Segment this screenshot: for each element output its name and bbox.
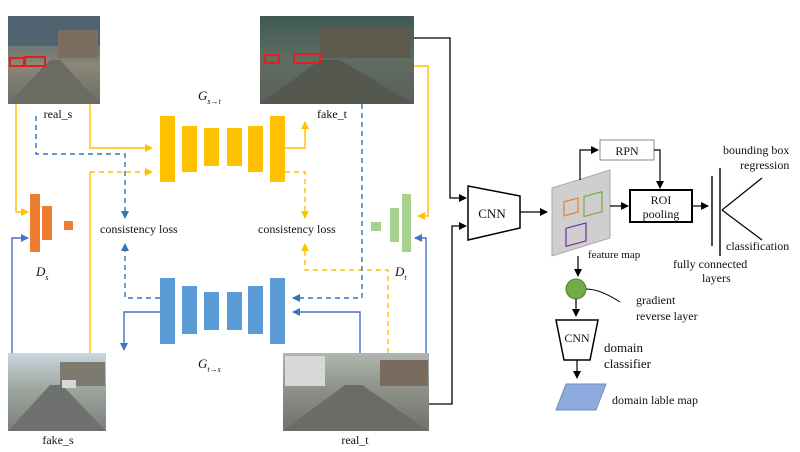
d-s-label: Ds [35,264,49,282]
roi-label-2: pooling [643,207,680,221]
generator-s-to-t [160,116,285,182]
domain-label-map [555,383,607,411]
grl-label-1: gradient [636,293,676,307]
consistency-loss-left: consistency loss [100,222,178,236]
bbox-label-1: bounding box [723,143,789,157]
gradient-reverse-dot [565,278,587,300]
detector-input-connectors [414,37,467,405]
classification-label: classification [726,239,789,253]
discriminator-t [371,194,411,252]
cnn-block [467,185,521,241]
fake-s-label: fake_s [42,433,74,447]
fc-label-2: layers [702,271,731,285]
domain-label-map-label: domain lable map [612,393,698,407]
real-t-label: real_t [341,433,369,447]
cnn-label: CNN [478,206,506,221]
consistency-loss-right: consistency loss [258,222,336,236]
rpn-to-roi-connector [654,149,664,189]
d-t-label: Dt [394,264,407,282]
domain-classifier-label-2: classifier [604,356,652,371]
real-s-to-ds-connector [15,104,29,216]
domain-cnn-block [555,319,599,361]
fake-t-image [260,16,414,104]
fc-to-class-connector [721,209,763,241]
fake-t-label: fake_t [317,107,348,121]
feature-map [551,169,611,257]
g-s-to-t-label: Gs→t [198,88,222,106]
domain-cnn-label: CNN [564,331,590,345]
grl-label-2: reverse layer [636,309,698,323]
feature-to-rpn-connector [579,146,599,180]
yellow-solid-connectors [89,65,429,353]
feature-map-label: feature map [588,249,641,261]
real-s-image [8,16,100,104]
fc-label-1: fully connected [673,257,747,271]
generator-t-to-s [160,278,285,344]
fully-connected-layers [711,168,721,256]
blue-dashed-connectors [35,104,363,302]
grl-pointer-line [585,288,621,303]
domain-classifier-label-1: domain [604,340,643,355]
fc-to-bbox-connector [721,177,763,211]
fake-s-image [8,353,106,431]
discriminator-s [30,194,73,252]
yellow-dashed-connectors [90,168,389,353]
roi-label-1: ROI [651,193,672,207]
bbox-label-2: regression [740,158,789,172]
real-t-image [283,353,429,431]
g-t-to-s-label: Gt→s [198,356,221,374]
real-s-label: real_s [44,107,73,121]
blue-solid-connectors [11,234,427,353]
rpn-label: RPN [615,144,639,158]
